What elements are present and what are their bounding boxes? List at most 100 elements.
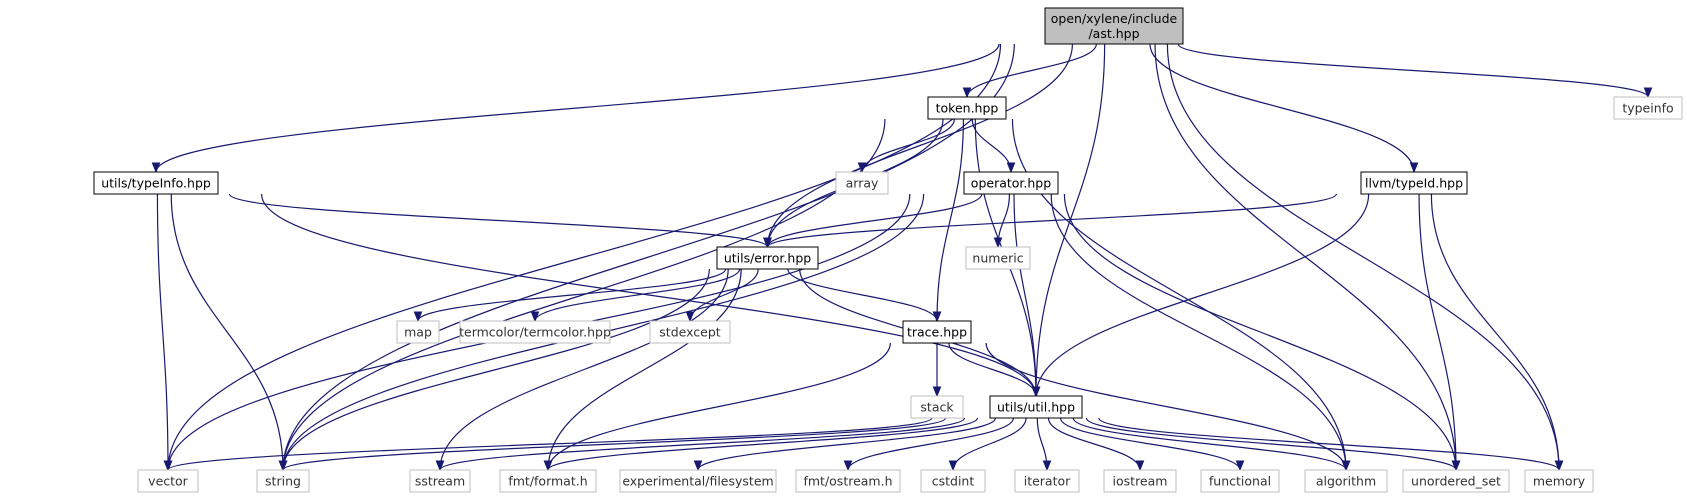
edge-llvm_typeid-to-error (768, 193, 1338, 248)
node-unordered_set-box (1402, 469, 1510, 493)
node-stack: stack (910, 395, 964, 419)
node-operator-box (963, 171, 1059, 195)
edge-error-to-fmt_format (548, 268, 742, 470)
edge-ast-to-token (967, 43, 1097, 98)
edge-ast-to-string (283, 43, 1015, 470)
edge-operator-to-unordered_set (1063, 193, 1456, 470)
edge-ast-to-utils_typeinfo (156, 43, 1000, 173)
node-vector: vector (137, 469, 199, 493)
node-stack-label: stack (920, 400, 954, 415)
node-array-box (835, 171, 889, 195)
node-numeric: numeric (965, 246, 1031, 270)
node-utils_typeinfo[interactable]: utils/typeInfo.hpp (93, 171, 219, 195)
node-map: map (396, 320, 440, 344)
edge-error-to-termcolor (535, 268, 741, 322)
node-ast-box (1044, 7, 1184, 45)
node-vector-box (137, 469, 199, 493)
node-functional-box (1200, 469, 1280, 493)
edge-error-to-sstream (440, 268, 729, 470)
edge-util-to-iostream (1047, 417, 1140, 471)
node-stack-box (910, 395, 964, 419)
node-fmt_ostream-box (795, 469, 901, 493)
node-fmt_format: fmt/format.h (499, 469, 597, 493)
node-map-box (396, 320, 440, 344)
node-utils_typeinfo-box (93, 171, 219, 195)
node-ast-label: /ast.hpp (1088, 26, 1139, 41)
edge-util-to-cstdint (953, 417, 1027, 471)
edge-utils_typeinfo-to-error (228, 193, 767, 248)
node-algorithm-box (1304, 469, 1388, 493)
node-vector-label: vector (148, 474, 189, 489)
edge-token-to-string (283, 118, 886, 470)
node-ast[interactable]: open/xylene/include/ast.hpp (1044, 7, 1184, 45)
node-typeinfo-label: typeinfo (1622, 101, 1673, 116)
node-fmt_format-box (499, 469, 597, 493)
edge-util-to-functional (1059, 417, 1240, 471)
edge-token-to-array (862, 118, 955, 173)
node-map-label: map (404, 325, 432, 340)
node-error[interactable]: utils/error.hpp (716, 246, 819, 270)
node-iostream: iostream (1103, 469, 1177, 493)
node-sstream: sstream (409, 469, 471, 493)
node-token[interactable]: token.hpp (927, 96, 1007, 120)
node-cstdint: cstdint (920, 469, 986, 493)
edge-util-to-string (283, 417, 947, 471)
node-stdexcept-label: stdexcept (659, 325, 720, 340)
edge-utils_typeinfo-to-vector (156, 193, 168, 470)
node-string-label: string (265, 474, 301, 489)
node-numeric-label: numeric (972, 251, 1023, 266)
edge-error-to-map (418, 268, 727, 322)
node-llvm_typeid[interactable]: llvm/typeId.hpp (1360, 171, 1468, 195)
node-array: array (835, 171, 889, 195)
edge-operator-to-algorithm (1050, 193, 1346, 470)
node-token-box (927, 96, 1007, 120)
node-termcolor-label: termcolor/termcolor.hpp (459, 325, 611, 340)
node-functional-label: functional (1209, 474, 1271, 489)
edge-util-to-filesystem (698, 417, 997, 471)
edge-util-to-memory (1098, 417, 1559, 471)
node-llvm_typeid-box (1360, 171, 1468, 195)
edge-ast-to-error (768, 43, 1074, 247)
node-iterator: iterator (1014, 469, 1080, 493)
node-iostream-box (1103, 469, 1177, 493)
edge-llvm_typeid-to-memory (1430, 193, 1559, 470)
edge-util-to-sstream (440, 417, 966, 471)
node-operator-label: operator.hpp (971, 176, 1051, 191)
edge-ast-to-memory (1166, 43, 1559, 470)
node-algorithm-label: algorithm (1316, 474, 1376, 489)
node-cstdint-label: cstdint (932, 474, 975, 489)
node-operator[interactable]: operator.hpp (963, 171, 1059, 195)
node-typeinfo-box (1613, 96, 1683, 120)
node-iostream-label: iostream (1113, 474, 1168, 489)
edge-ast-to-vector (168, 43, 1002, 470)
edge-util-to-unordered_set (1085, 417, 1456, 471)
edge-util-to-algorithm (1072, 417, 1346, 471)
node-termcolor: termcolor/termcolor.hpp (459, 320, 611, 344)
node-stdexcept: stdexcept (649, 320, 731, 344)
edge-error-to-stdexcept (690, 268, 759, 322)
node-filesystem: experimental/filesystem (619, 469, 777, 493)
node-trace-label: trace.hpp (907, 325, 967, 340)
edge-utils_typeinfo-to-string (170, 193, 283, 470)
node-util[interactable]: utils/util.hpp (989, 395, 1083, 419)
node-trace[interactable]: trace.hpp (902, 320, 972, 344)
edge-util-to-iterator (1036, 417, 1047, 470)
node-util-box (989, 395, 1083, 419)
node-ast-label: open/xylene/include (1051, 11, 1178, 26)
node-functional: functional (1200, 469, 1280, 493)
edge-token-to-operator (971, 118, 1011, 173)
node-filesystem-box (619, 469, 777, 493)
node-fmt_format-label: fmt/format.h (508, 474, 587, 489)
node-llvm_typeid-label: llvm/typeId.hpp (1365, 176, 1463, 191)
node-sstream-box (409, 469, 471, 493)
node-util-label: utils/util.hpp (997, 400, 1075, 415)
node-termcolor-box (459, 320, 611, 344)
node-numeric-box (965, 246, 1031, 270)
edge-operator-to-util (1013, 193, 1036, 396)
edge-util-to-vector (168, 417, 933, 471)
node-trace-box (902, 320, 972, 344)
node-token-label: token.hpp (936, 101, 999, 116)
edge-llvm_typeid-to-util (1036, 193, 1370, 396)
node-sstream-label: sstream (415, 474, 465, 489)
